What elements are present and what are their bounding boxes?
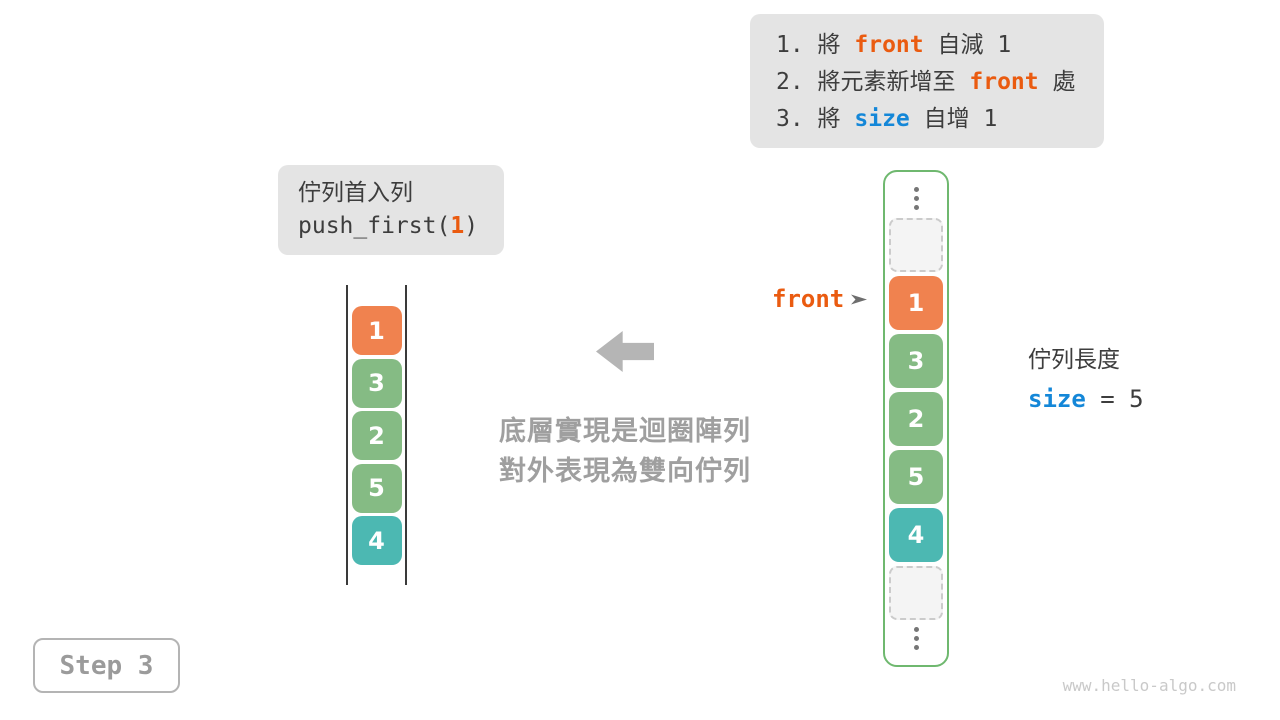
step-line-2: 2. 將元素新增至 front 處: [776, 64, 1078, 101]
queue-length-block: 佇列長度 size = 5: [1028, 340, 1144, 413]
step-line-3-post: 自增 1: [909, 106, 998, 132]
step-line-1: 1. 將 front 自減 1: [776, 27, 1078, 64]
size-value-line: size = 5: [1028, 385, 1144, 413]
operation-title: 佇列首入列: [298, 180, 413, 206]
operation-code-post: ): [464, 213, 479, 239]
array-cell: 2: [889, 391, 943, 446]
array-cell-front: 1: [889, 275, 943, 330]
center-caption: 底層實現是迴圈陣列 對外表現為雙向佇列: [460, 412, 790, 492]
queue-length-title: 佇列長度: [1028, 347, 1120, 373]
front-pointer-arrow-icon: [851, 294, 867, 305]
deque-cell: 5: [351, 463, 402, 513]
front-keyword: front: [969, 69, 1039, 95]
ellipsis-icon: [913, 184, 919, 214]
ellipsis-icon: [913, 624, 919, 654]
steps-info-box: 1. 將 front 自減 1 2. 將元素新增至 front 處 3. 將 s…: [750, 14, 1104, 148]
operation-code: push_first(1): [298, 210, 484, 243]
deque-cell: 2: [351, 411, 402, 460]
deque-cell: 1: [351, 306, 402, 355]
array-cell: 5: [889, 449, 943, 504]
size-value: = 5: [1085, 385, 1144, 413]
caption-line-2: 對外表現為雙向佇列: [499, 456, 751, 487]
size-keyword: size: [854, 106, 910, 132]
deque-abstract-view: 1 3 2 5 4: [346, 285, 407, 585]
size-keyword: size: [1028, 385, 1086, 413]
watermark: www.hello-algo.com: [1062, 676, 1236, 695]
step-line-1-post: 自減 1: [923, 32, 1012, 58]
caption-line-1: 底層實現是迴圈陣列: [499, 416, 751, 447]
empty-slot: [889, 565, 943, 620]
step-badge: Step 3: [33, 638, 180, 693]
array-cell: 3: [889, 333, 943, 388]
operation-box: 佇列首入列 push_first(1): [278, 165, 504, 255]
array-cell: 4: [889, 507, 943, 562]
deque-cell: 3: [351, 358, 402, 408]
operation-code-arg: 1: [450, 213, 465, 239]
step-line-3-pre: 3. 將: [776, 106, 855, 132]
step-line-2-pre: 2. 將元素新增至: [776, 69, 970, 95]
step-line-2-post: 處: [1038, 69, 1076, 95]
empty-slot: [889, 217, 943, 272]
front-pointer-label: front: [772, 285, 845, 313]
step-line-1-pre: 1. 將: [776, 32, 855, 58]
step-line-3: 3. 將 size 自增 1: [776, 101, 1078, 138]
operation-code-pre: push_first(: [298, 213, 451, 239]
deque-cell: 4: [351, 516, 402, 565]
left-block-arrow-icon: [596, 331, 654, 372]
front-keyword: front: [854, 32, 924, 58]
circular-array-view: 1 3 2 5 4: [883, 170, 949, 667]
